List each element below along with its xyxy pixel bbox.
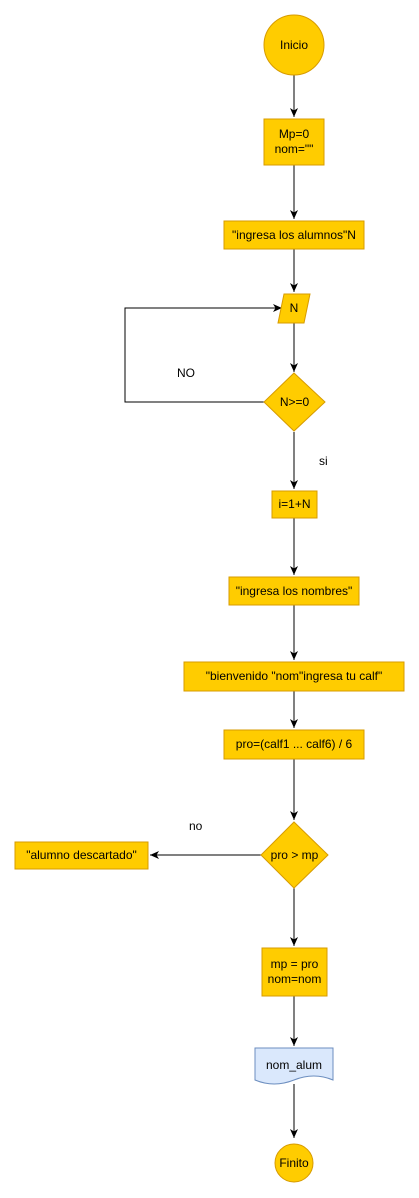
edge-label-no-lower: no [189, 819, 203, 833]
output-doc-node [254, 1047, 334, 1085]
start-label: Inicio [279, 37, 308, 52]
input-n-node [277, 293, 311, 324]
compare-label: pro > mp [270, 847, 319, 862]
loop-i-label: i=1+N [278, 497, 311, 511]
average-label: pro=(calf1 ... calf6) / 6 [235, 737, 353, 751]
edge-label-no-upper: NO [177, 366, 195, 380]
discarded-node [14, 841, 149, 870]
discarded-label: "alumno descartado" [26, 848, 137, 862]
input-n-label: N [289, 301, 299, 315]
init-node [263, 118, 325, 166]
end-label: Finito [279, 1155, 309, 1170]
check-n-node [263, 372, 326, 432]
start-node [263, 14, 325, 76]
edge-label-yes: si [319, 454, 328, 468]
compare-node [260, 821, 329, 889]
edge-check-loop-back [124, 304, 282, 403]
prompt-names-node [228, 576, 360, 606]
edges [124, 74, 298, 1138]
check-n-label: N>=0 [279, 394, 310, 409]
average-node [223, 729, 365, 760]
end-node [274, 1143, 314, 1183]
prompt-names-label: "ingresa los nombres" [235, 583, 353, 598]
prompt-students-label: "ingresa los alumnos"N [232, 227, 356, 242]
welcome-node [183, 661, 405, 692]
output-doc-label: nom_alum [265, 1057, 323, 1072]
assign-node [261, 947, 328, 997]
assign-label: mp = pro nom=nom [267, 957, 322, 986]
welcome-label: "bienvenido "nom"ingresa tu calf" [205, 669, 383, 683]
nodes [14, 14, 405, 1183]
prompt-students-node [223, 220, 365, 250]
init-label: Mp=0 nom="" [274, 127, 314, 156]
loop-i-node [271, 490, 318, 519]
